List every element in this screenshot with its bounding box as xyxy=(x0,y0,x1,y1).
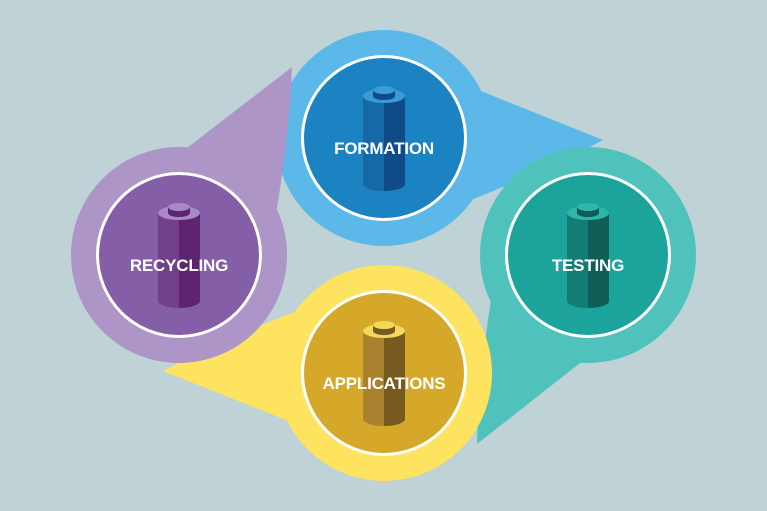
arrow-tail-testing xyxy=(477,298,598,444)
cycle-node-recycling xyxy=(71,67,292,363)
cycle-node-testing xyxy=(477,147,696,444)
cycle-node-formation xyxy=(276,30,603,246)
battery-icon xyxy=(363,321,405,426)
arrow-tail-recycling xyxy=(170,67,292,213)
battery-icon xyxy=(158,203,200,308)
arrow-tail-applications xyxy=(163,310,299,434)
arrow-tail-formation xyxy=(469,77,603,201)
battery-icon xyxy=(567,203,609,308)
battery-icon xyxy=(363,86,405,191)
cycle-node-applications xyxy=(163,265,492,481)
